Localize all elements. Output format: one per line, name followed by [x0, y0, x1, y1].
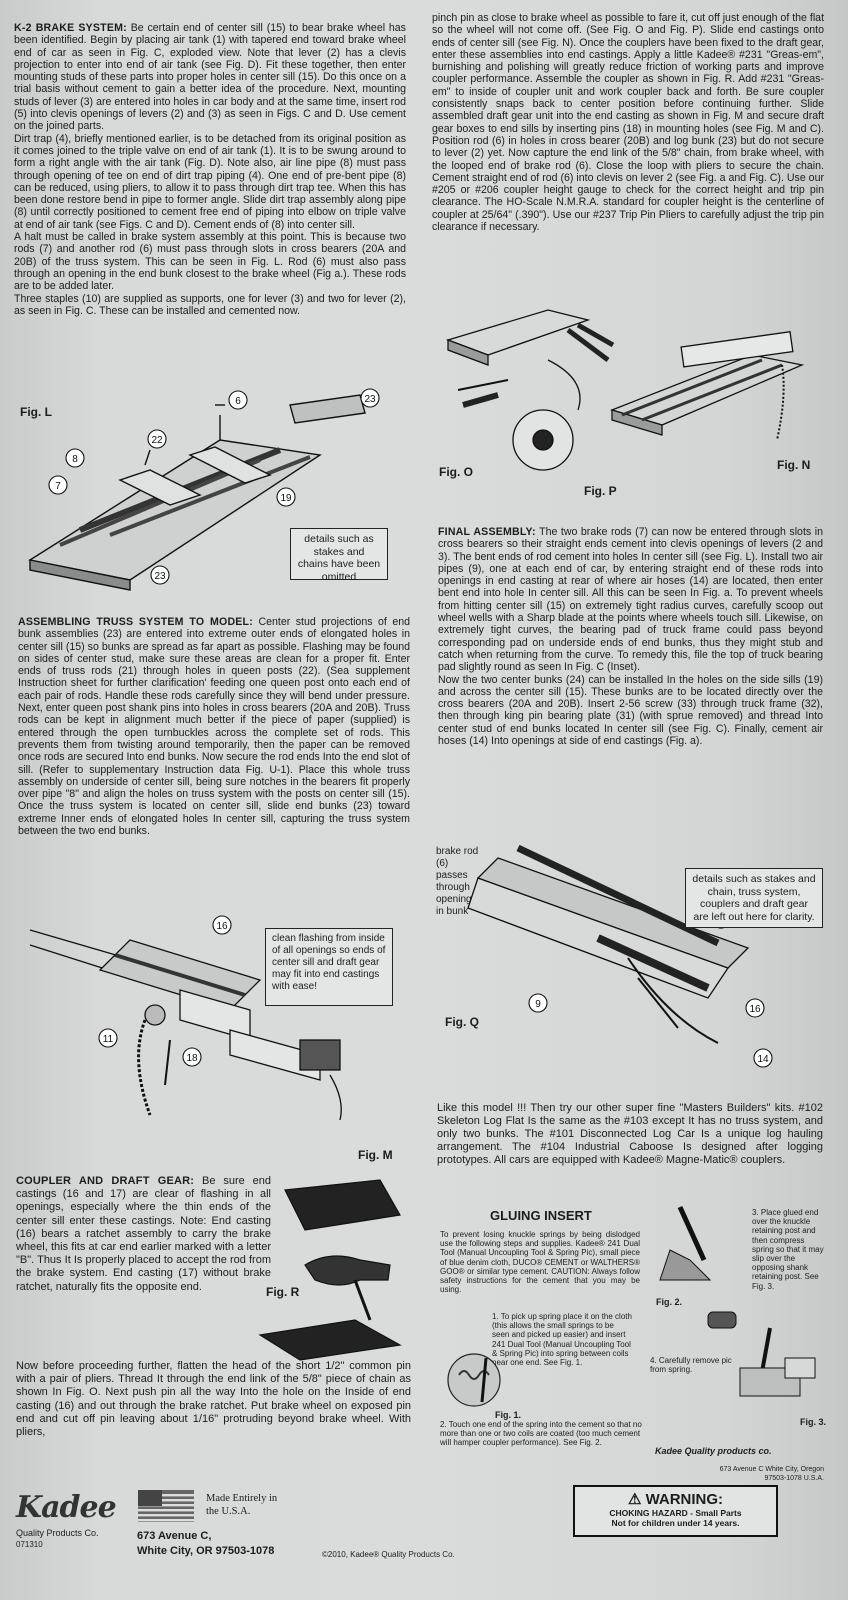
- fig-r-drawing: [258, 1179, 402, 1361]
- final-assembly-heading: FINAL ASSEMBLY:: [438, 526, 536, 538]
- coupler-text: Be sure end castings (16 and 17) are cle…: [16, 1175, 272, 1293]
- callout-q9: 9: [535, 999, 541, 1010]
- gluing-fig2-label: Fig. 2.: [656, 1297, 683, 1307]
- final-assembly-text: The two brake rods (7) can now be entere…: [438, 526, 823, 674]
- fig-r-label: Fig. R: [266, 1285, 300, 1299]
- fig-l-label: Fig. L: [20, 405, 52, 419]
- fig-q-side-note: brake rod (6) passes through opening in …: [436, 846, 479, 917]
- coupler-continued-text: pinch pin as close to brake wheel as pos…: [432, 12, 825, 234]
- callout-18: 18: [186, 1053, 198, 1064]
- callout-23-top: [360, 388, 380, 408]
- halt-text: A halt must be called in brake system as…: [14, 231, 406, 293]
- center-bunks-text: Now the two center bunks (24) can be ins…: [438, 673, 823, 748]
- fig-q-label: Fig. Q: [445, 1015, 479, 1029]
- brake-system-section: K-2 BRAKE SYSTEM: Be certain end of cent…: [14, 22, 406, 317]
- warning-line2: Not for children under 14 years.: [611, 1518, 740, 1528]
- callout-11: 11: [103, 1034, 114, 1045]
- warning-title: WARNING:: [645, 1491, 724, 1508]
- gluing-step2: 2. Touch one end of the spring into the …: [440, 1420, 642, 1448]
- gluing-intro: To prevent losing knuckle springs by bei…: [440, 1230, 640, 1295]
- kadee-logo: Kadee: [16, 1490, 117, 1525]
- callout-7: 7: [55, 481, 61, 492]
- fig-m-note: clean flashing from inside of all openin…: [265, 928, 393, 1006]
- gluing-title: GLUING INSERT: [490, 1208, 592, 1223]
- gluing-fig2-drawing: [659, 1205, 712, 1281]
- fig-l-drawing: 23 6 22 8 7 19 23: [28, 388, 380, 591]
- callout-22: 22: [151, 435, 163, 446]
- gluing-spring-drawing: [707, 1311, 737, 1329]
- kadee-logo-sub: Quality Products Co.: [16, 1528, 99, 1538]
- gluing-fig1-label: Fig. 1.: [495, 1410, 522, 1420]
- callout-23a: 23: [364, 394, 376, 405]
- brake-system-heading: K-2 BRAKE SYSTEM:: [14, 22, 127, 34]
- fig-q-drawing: 9 16 14: [467, 844, 773, 1068]
- callout-19: 19: [280, 493, 292, 504]
- truss-heading: ASSEMBLING TRUSS SYSTEM TO MODEL:: [18, 616, 253, 628]
- warning-line1: CHOKING HAZARD - Small Parts: [609, 1508, 742, 1518]
- callout-q14: 14: [757, 1054, 769, 1065]
- truss-section: ASSEMBLING TRUSS SYSTEM TO MODEL: Center…: [18, 616, 410, 837]
- fig-q-note: details such as stakes and chain, truss …: [685, 868, 823, 928]
- copyright: ©2010, Kadee® Quality Products Co.: [322, 1550, 455, 1559]
- gluing-brand: Kadee Quality products co.: [655, 1446, 772, 1456]
- gluing-fig1-drawing: [447, 1353, 501, 1407]
- us-flag-icon: [138, 1490, 194, 1522]
- promo-text: Like this model !!! Then try our other s…: [437, 1102, 823, 1166]
- callout-16: 16: [216, 921, 228, 932]
- callout-6: 6: [235, 396, 241, 407]
- choking-warning: ⚠ WARNING: CHOKING HAZARD - Small Parts …: [573, 1485, 778, 1537]
- gluing-step4: 4. Carefully remove pic from spring.: [650, 1356, 732, 1375]
- coupler-section: COUPLER AND DRAFT GEAR: Be sure end cast…: [16, 1175, 271, 1294]
- fig-o-drawing: [445, 309, 615, 471]
- product-code: 071310: [16, 1540, 43, 1549]
- callout-8: 8: [72, 454, 78, 465]
- gluing-step1: 1. To pick up spring place it on the clo…: [492, 1312, 632, 1368]
- callout-q16: 16: [749, 1004, 761, 1015]
- address-line1: 673 Avenue C,: [137, 1530, 212, 1542]
- fig-o-label: Fig. O: [439, 465, 473, 479]
- truss-text: Center stud projections of end bunk asse…: [18, 616, 410, 838]
- coupler-continued-section: pinch pin as close to brake wheel as pos…: [432, 12, 824, 233]
- dirt-trap-text: Dirt trap (4), briefly mentioned earlier…: [14, 132, 406, 231]
- coupler-heading: COUPLER AND DRAFT GEAR:: [16, 1175, 195, 1187]
- coupler-continued-bottom: Now before proceeding further, flatten t…: [16, 1360, 411, 1439]
- fig-n-label: Fig. N: [777, 458, 811, 472]
- address-line2: White City, OR 97503-1078: [137, 1545, 275, 1557]
- gluing-fig3-label: Fig. 3.: [800, 1417, 827, 1427]
- callout-23b: 23: [154, 571, 166, 582]
- fig-m-drawing: 16 11 18: [29, 915, 342, 1121]
- made-in-usa: Made Entirely in the U.S.A.: [206, 1493, 278, 1517]
- fig-n-drawing: [610, 331, 805, 441]
- fig-m-label: Fig. M: [358, 1148, 393, 1162]
- fig-p-label: Fig. P: [584, 484, 617, 498]
- gluing-step3: 3. Place glued end over the knuckle reta…: [752, 1208, 824, 1291]
- warning-triangle-icon: ⚠: [627, 1491, 642, 1508]
- final-assembly-section: FINAL ASSEMBLY: The two brake rods (7) c…: [438, 526, 823, 747]
- fig-l-note: details such as stakes and chains have b…: [290, 528, 388, 583]
- staples-text: Three staples (10) are supplied as suppo…: [14, 292, 406, 317]
- gluing-address: 673 Avenue C White City, Oregon 97503-10…: [719, 1466, 824, 1483]
- gluing-fig3-drawing: [739, 1327, 816, 1397]
- brake-system-text: Be certain end of center sill (15) to be…: [14, 22, 406, 133]
